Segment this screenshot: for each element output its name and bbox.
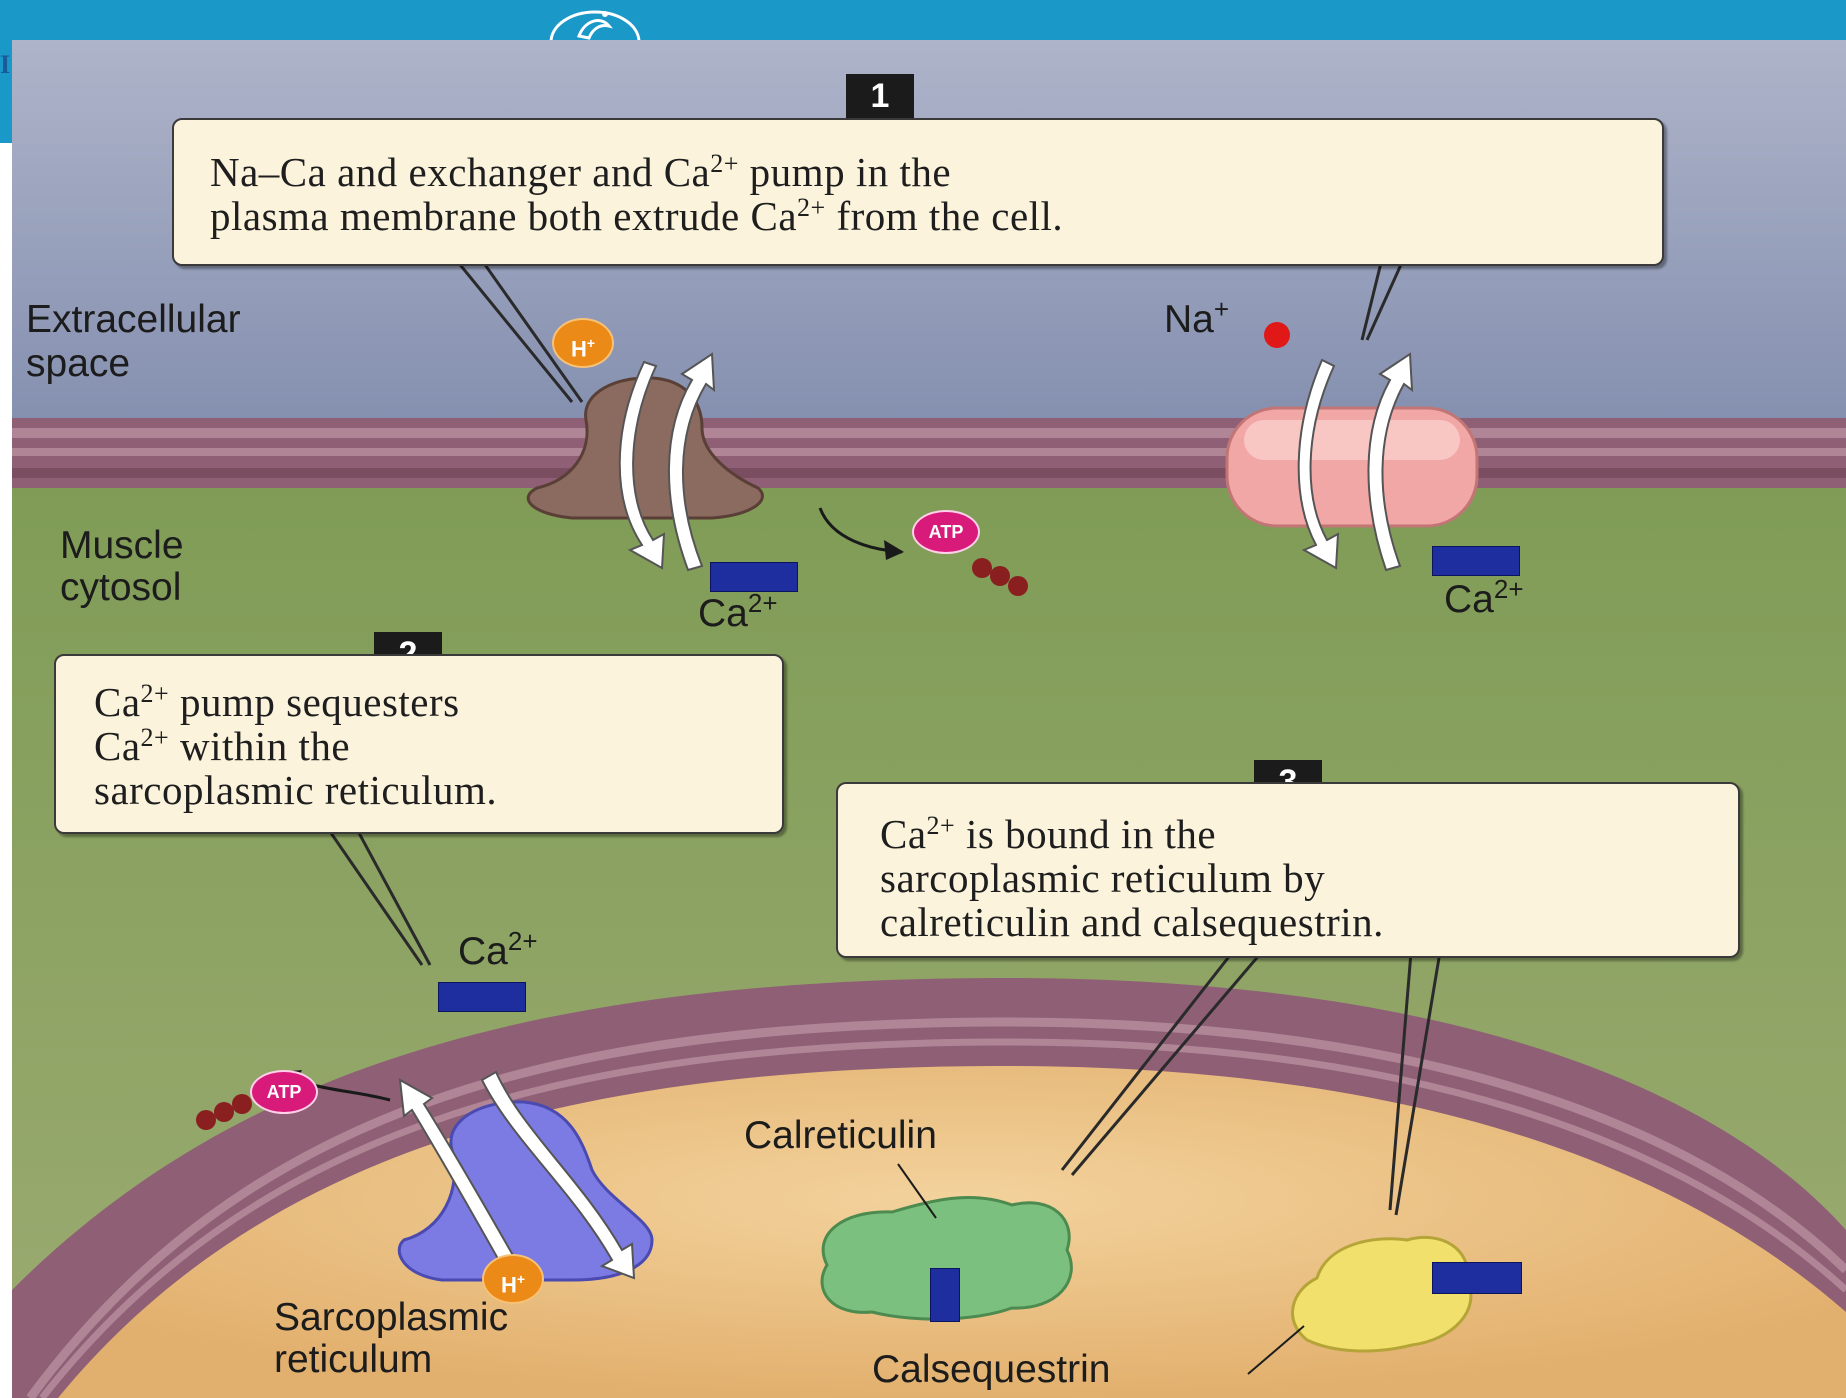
label-leader-lines <box>892 1160 952 1360</box>
step-2-line-2: Ca2+ within the <box>94 724 782 768</box>
na-label: Na+ <box>1164 298 1229 342</box>
extracellular-label-2: space <box>26 342 130 386</box>
step-2-line-3: sarcoplasmic reticulum. <box>94 768 782 812</box>
sr-label-2: reticulum <box>274 1338 432 1382</box>
ca-label-exchanger: Ca2+ <box>1444 578 1524 622</box>
calcium-regulation-figure: 1 Na–Ca and exchanger and Ca2+ pump in t… <box>12 40 1846 1398</box>
na-ion-dot <box>1264 322 1290 348</box>
step-1-line-2: plasma membrane both extrude Ca2+ from t… <box>210 194 1662 238</box>
h-ion-sr: H+ <box>482 1254 544 1304</box>
step-3-callout: Ca2+ is bound in the sarcoplasmic reticu… <box>836 782 1740 958</box>
ca-ion-square <box>438 982 526 1012</box>
ca-ion-square <box>1432 1262 1522 1294</box>
step-2-callout: Ca2+ pump sequesters Ca2+ within the sar… <box>54 654 784 834</box>
step-1-callout: Na–Ca and exchanger and Ca2+ pump in the… <box>172 118 1664 266</box>
ca-label-sr-pump: Ca2+ <box>458 930 538 974</box>
cytosol-label-2: cytosol <box>60 566 181 610</box>
header-bar <box>0 0 1846 40</box>
sr-label-1: Sarcoplasmic <box>274 1296 508 1340</box>
cytosol-label-1: Muscle <box>60 524 184 568</box>
calsequestrin-leader-line <box>1242 1320 1322 1380</box>
ca-ion-square <box>1432 546 1520 576</box>
ca-ion-square <box>930 1268 960 1322</box>
step-1-badge: 1 <box>846 74 914 118</box>
ca-label-pm-pump: Ca2+ <box>698 592 778 636</box>
side-tab-letter: I <box>0 50 12 80</box>
step-1-line-1: Na–Ca and exchanger and Ca2+ pump in the <box>210 150 1662 194</box>
ca-ion-square <box>710 562 798 592</box>
atp-badge-pm: ATP <box>912 510 980 554</box>
calreticulin-label: Calreticulin <box>744 1114 937 1158</box>
extracellular-label-1: Extracellular <box>26 298 241 342</box>
step-3-line-1: Ca2+ is bound in the <box>880 812 1738 856</box>
atp-badge-sr: ATP <box>250 1070 318 1114</box>
step-2-line-1: Ca2+ pump sequesters <box>94 680 782 724</box>
h-ion-extracellular: H+ <box>552 318 614 368</box>
step-3-line-3: calreticulin and calsequestrin. <box>880 900 1738 944</box>
step-3-line-2: sarcoplasmic reticulum by <box>880 856 1738 900</box>
